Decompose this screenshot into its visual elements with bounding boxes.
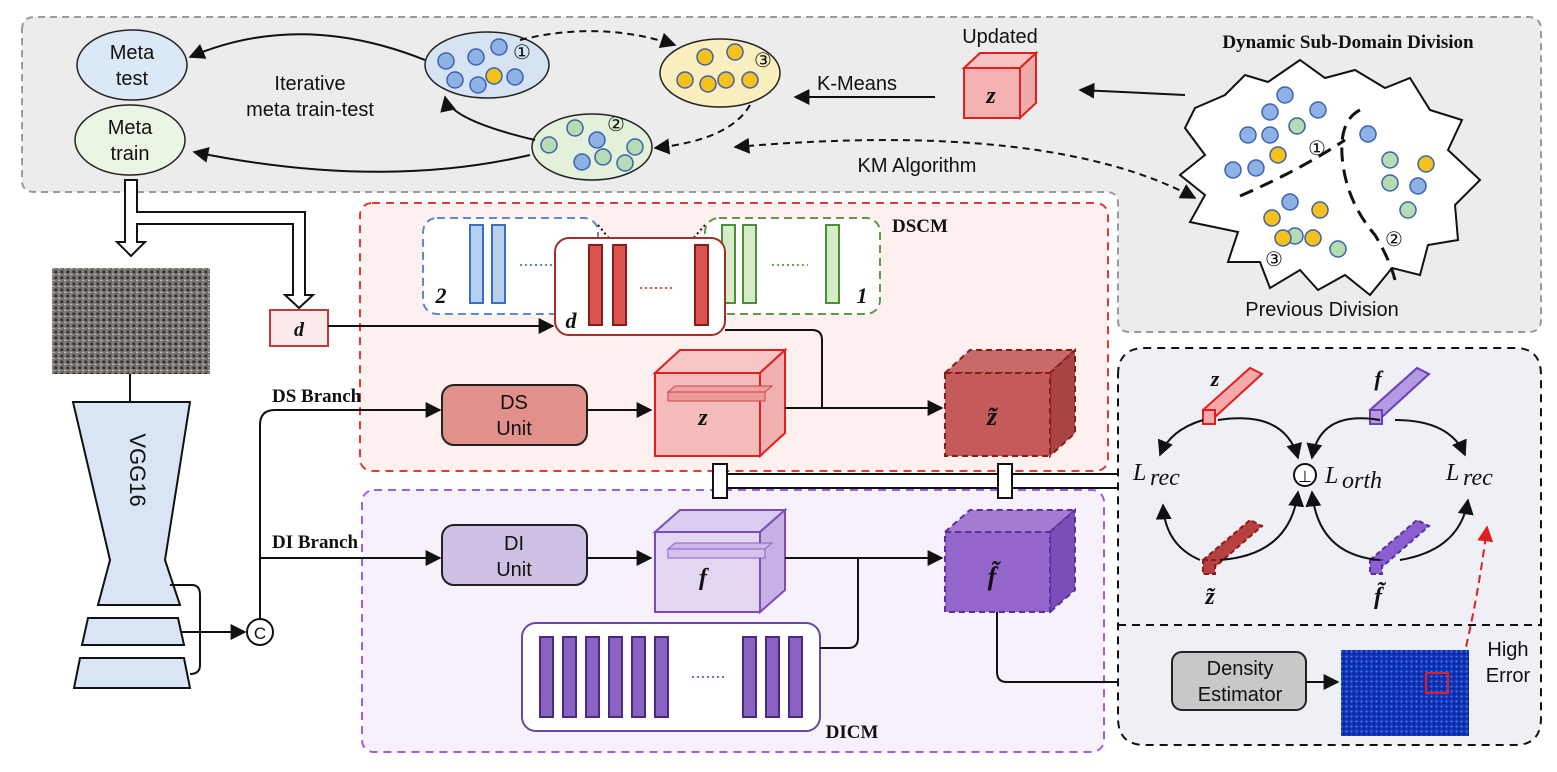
ds-z-tilde-cube: z̃ [942,347,1078,459]
high-error-region [1425,672,1449,694]
loss-z-label: z [1210,366,1220,391]
meta-arrows [188,30,1197,199]
updated-z-cube: z [961,50,1039,121]
svg-text:Density: Density [1207,658,1274,680]
orth-node: ⊥ [1293,463,1317,487]
svg-text:③: ③ [1265,249,1283,271]
cluster-1-ellipse: ① [424,31,550,99]
dscm-arrows [259,329,944,632]
svg-text:③: ③ [754,50,772,72]
loss-panel [1117,347,1542,746]
di-branch-label: DI Branch [272,532,358,553]
ds-unit: DS Unit [441,384,588,446]
loss-z-tilde-label: z̃ [1204,584,1215,610]
updated-label: Updated [962,26,1038,48]
ds-branch-label: DS Branch [272,386,362,407]
svg-text:f: f [699,565,709,591]
svg-text:DS: DS [500,392,528,414]
cluster-3-ellipse: ③ [659,38,781,108]
di-unit: DI Unit [441,524,588,586]
svg-text:d: d [566,308,578,333]
svg-text:z: z [697,405,708,431]
previous-division-label: Previous Division [1245,299,1398,321]
concat-node: C [246,618,274,646]
svg-text:Unit: Unit [496,418,532,440]
dscm-title: DSCM [892,216,948,237]
svg-text:L: L [1132,460,1146,486]
high-error-label-line1: High [1487,639,1528,661]
domain-label-d-box: d [269,309,329,347]
ds-z-cube: z [652,347,788,459]
meta-train-node: Meta train [74,104,186,176]
density-map-image [1341,650,1469,736]
vgg16-backbone: VGG16 [71,401,192,689]
km-algorithm-label: KM Algorithm [858,155,977,177]
svg-text:z: z [985,83,996,109]
svg-text:L: L [1445,460,1459,486]
svg-text:z̃: z̃ [986,402,998,431]
svg-text:2: 2 [435,283,447,308]
svg-text:Meta: Meta [108,117,153,139]
svg-text:1: 1 [857,283,868,308]
svg-text:②: ② [607,114,625,136]
iterative-label-line2: meta train-test [246,99,374,121]
svg-text:rec: rec [1150,465,1180,491]
meta-test-node: Meta test [76,29,188,101]
dicm-title: DICM [826,722,879,743]
high-error-label-line2: Error [1486,665,1531,687]
density-estimator-box: Density Estimator [1171,651,1307,711]
svg-text:rec: rec [1463,465,1493,491]
svg-text:Unit: Unit [496,559,532,581]
backbone-skip-connections [170,584,247,675]
meta-to-backbone-arrows [114,179,316,310]
svg-text:L: L [1324,463,1338,489]
svg-text:⊥: ⊥ [1298,467,1312,486]
ds-memory-card-1: 1 [704,217,881,315]
division-blob: ① ② ③ [1178,58,1482,297]
l-rec-right-label: L rec [1445,460,1493,491]
dicm-arrows [260,550,1170,690]
di-f-cube: f [652,507,788,615]
svg-text:②: ② [1385,229,1403,251]
l-rec-left-label: L rec [1132,460,1180,491]
svg-text:VGG16: VGG16 [125,433,150,506]
l-orth-label: L orth [1324,463,1382,494]
f-tilde-vector-icon [1368,518,1431,575]
iterative-label-line1: Iterative [274,73,345,95]
svg-text:d: d [294,319,305,341]
ds-memory-card-d: d [554,224,726,336]
z-tilde-vector-icon [1201,518,1264,575]
svg-text:orth: orth [1342,468,1382,494]
svg-text:Meta: Meta [110,42,155,64]
svg-text:①: ① [1308,138,1326,160]
crowd-input-image [52,268,210,374]
loss-arrows [1155,417,1474,561]
loss-f-label: f [1374,366,1384,391]
svg-text:①: ① [513,42,531,64]
svg-text:DI: DI [504,533,524,555]
svg-text:Estimator: Estimator [1198,684,1283,706]
svg-text:test: test [116,68,149,90]
z-vector-icon [1201,366,1264,425]
svg-text:C: C [254,624,266,643]
di-f-tilde-cube: f̃ [942,507,1078,615]
kmeans-label: K-Means [817,73,897,95]
di-memory-bank [521,622,821,732]
svg-text:train: train [111,143,150,165]
division-title: Dynamic Sub-Domain Division [1222,32,1474,53]
cluster-2-ellipse: ② [531,113,653,181]
